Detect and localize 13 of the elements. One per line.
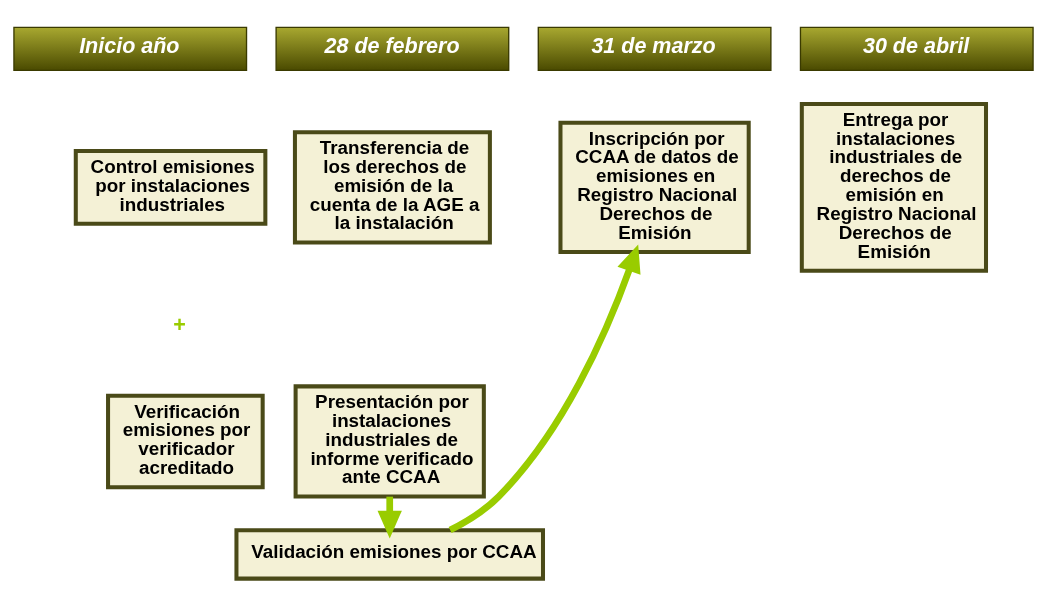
node-box: Control emisiones por instalaciones industriales [73,149,268,226]
node-box: Validación emisiones por CCAA [234,528,545,581]
node-box: Verificación emisiones por verificador acreditado [106,393,265,490]
node-box: Presentación por instalaciones industriales de informe verificado ante CCAA [293,384,486,499]
label: + [173,313,186,338]
node-box: Inscripción por CCAA de datos de emisiones en Registro Nacional Derechos de Emisión [558,120,751,254]
node-box: Transferencia de los derechos de emisión de la cuenta de la AGE a la instalación [292,130,492,245]
node-box: 31 de marzo [537,26,772,72]
node-box: Entrega por instalaciones industriales de derechos de emisión en Registro Nacional Derechos de Emisión [799,102,989,273]
node-box: 28 de febrero [275,26,510,72]
node-box: Inicio año [13,26,248,72]
arrow [448,244,641,534]
node-box: 30 de abril [799,26,1034,72]
